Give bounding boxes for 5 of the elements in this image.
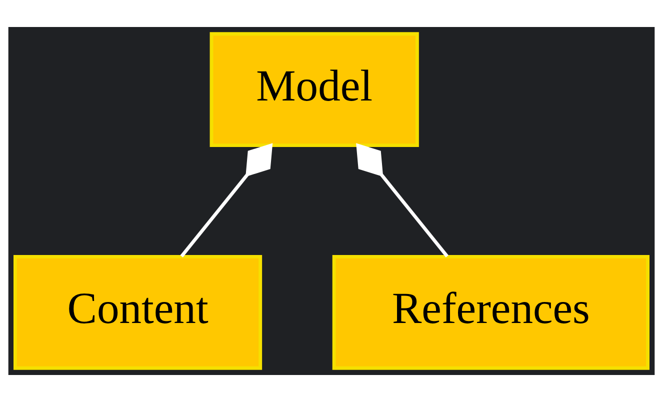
connector bbox=[180, 142, 273, 257]
node-box: Model bbox=[210, 32, 419, 146]
node-box: Content bbox=[14, 254, 262, 370]
node-box: References bbox=[332, 254, 650, 370]
connector bbox=[356, 142, 449, 257]
